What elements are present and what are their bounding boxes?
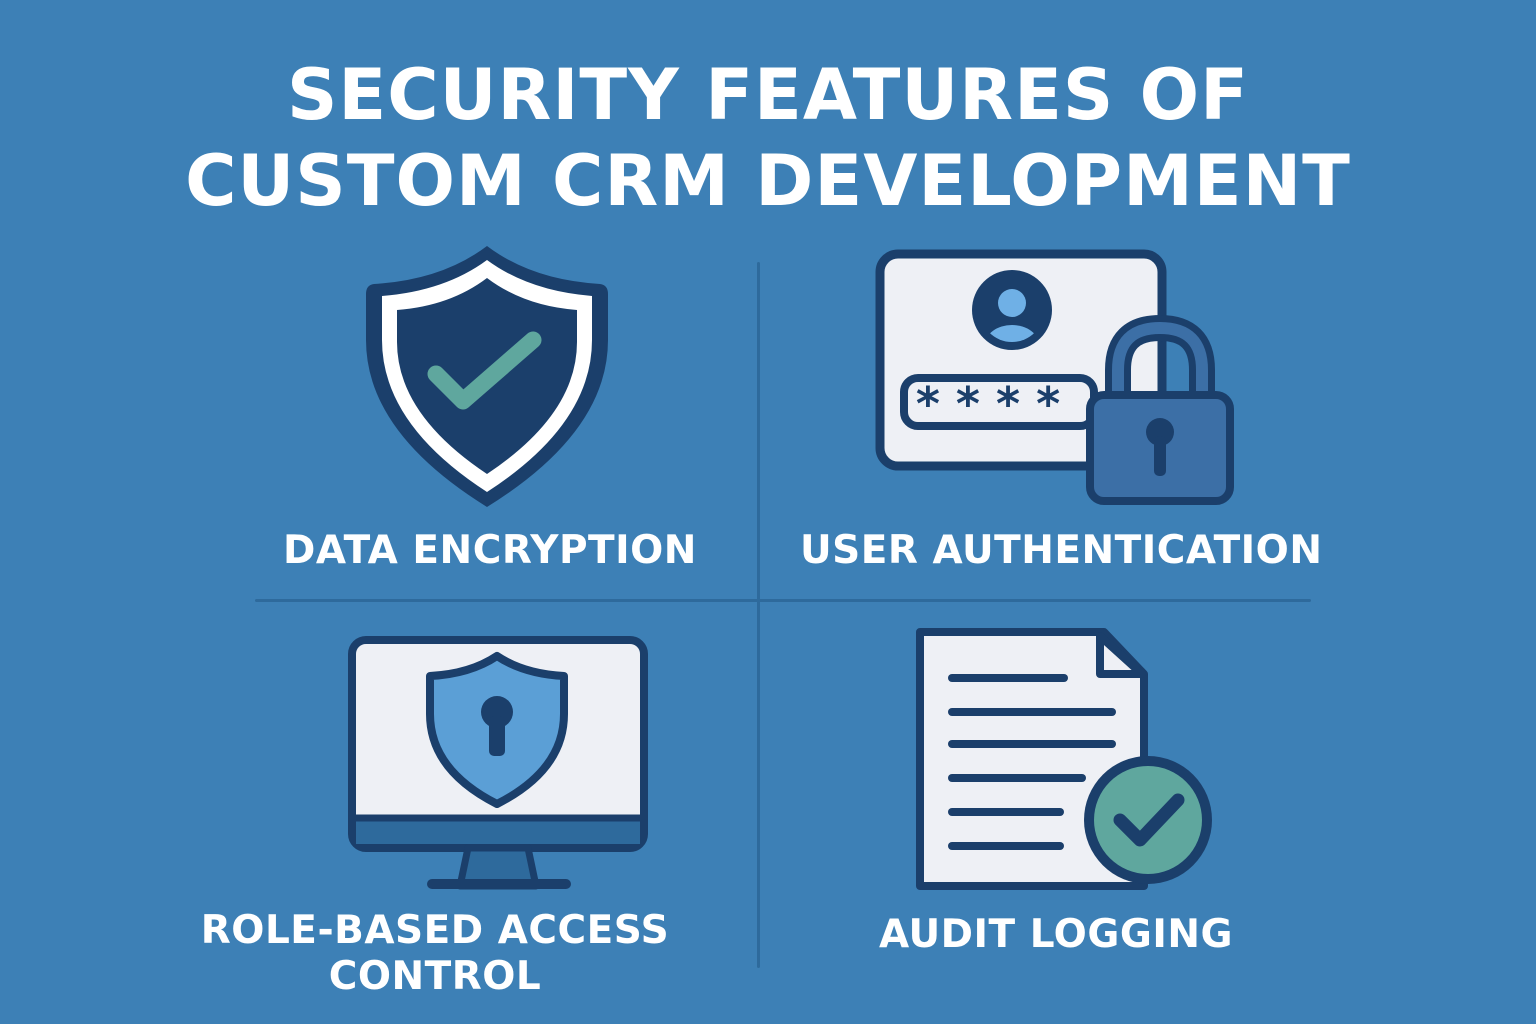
feature-label-rbac-line-2: CONTROL xyxy=(328,954,542,999)
feature-label-audit-logging: AUDIT LOGGING xyxy=(878,912,1233,957)
page-title: SECURITY FEATURES OF CUSTOM CRM DEVELOPM… xyxy=(0,52,1536,224)
feature-label-rbac-line-1: ROLE-BASED ACCESS xyxy=(200,908,670,953)
monitor-shield-keyhole-icon xyxy=(348,636,648,890)
feature-label-data-encryption: DATA ENCRYPTION xyxy=(283,528,697,573)
title-line-2: CUSTOM CRM DEVELOPMENT xyxy=(185,140,1351,222)
feature-label-role-based-access-control: ROLE-BASED ACCESS CONTROL xyxy=(195,908,675,1000)
horizontal-divider xyxy=(255,599,1311,602)
login-card-padlock-icon: * * * * xyxy=(875,249,1234,505)
vertical-divider xyxy=(757,262,760,968)
shield-check-icon xyxy=(366,246,608,507)
password-mask: * * * * xyxy=(916,377,1060,431)
title-line-1: SECURITY FEATURES OF xyxy=(287,54,1249,136)
document-check-icon xyxy=(916,628,1212,890)
feature-label-user-authentication: USER AUTHENTICATION xyxy=(800,528,1323,573)
